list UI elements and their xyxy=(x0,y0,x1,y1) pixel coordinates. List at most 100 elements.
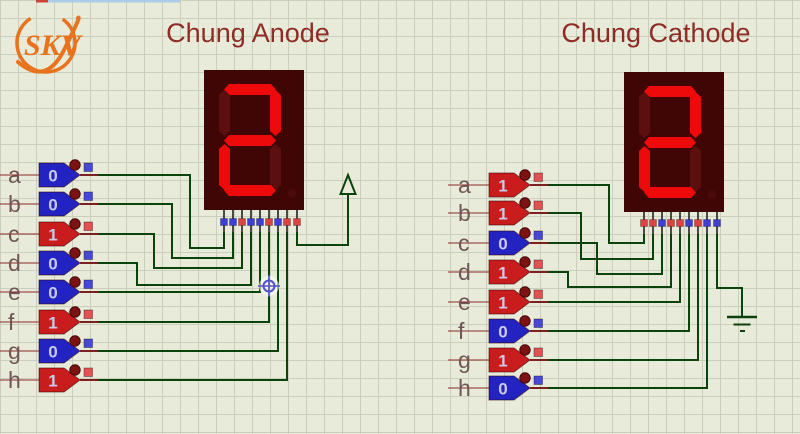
logic-state-body[interactable] xyxy=(488,318,531,344)
logo-ring xyxy=(15,12,77,74)
segment-b xyxy=(270,90,281,136)
state-indicator xyxy=(83,279,93,289)
toggle-button-icon[interactable] xyxy=(69,159,81,171)
segment-e xyxy=(639,146,650,192)
toggle-button-icon[interactable] xyxy=(519,227,531,239)
pin-state-indicator xyxy=(649,219,657,227)
logic-state-body[interactable] xyxy=(38,250,81,276)
pin-state-indicator xyxy=(238,218,246,226)
state-indicator xyxy=(83,309,93,319)
toggle-button-icon[interactable] xyxy=(519,256,531,268)
logic-state-f[interactable]: f 0 xyxy=(448,315,548,344)
logic-state-body[interactable] xyxy=(38,367,81,393)
logic-state-c[interactable]: c 1 xyxy=(0,218,98,247)
segment-g xyxy=(224,135,276,146)
logic-state-a[interactable]: a 0 xyxy=(0,159,98,188)
toggle-button-icon[interactable] xyxy=(519,344,531,356)
logic-state-h[interactable]: h 0 xyxy=(448,372,548,401)
net-label: a xyxy=(458,172,471,198)
pin-state-indicator xyxy=(265,218,273,226)
logic-state-body[interactable] xyxy=(488,347,531,373)
state-indicator xyxy=(83,162,93,172)
pin-state-indicator xyxy=(274,218,282,226)
logic-state-body[interactable] xyxy=(38,279,81,305)
segment-a xyxy=(644,86,696,97)
logic-value: 0 xyxy=(48,196,57,215)
screen-edge-artifact xyxy=(36,0,180,3)
logic-value: 1 xyxy=(498,294,507,313)
toggle-button-icon[interactable] xyxy=(69,335,81,347)
segment-f xyxy=(639,92,650,138)
logic-state-d[interactable]: d 0 xyxy=(0,247,98,276)
toggle-button-icon[interactable] xyxy=(519,315,531,327)
pin-state-indicator xyxy=(256,218,264,226)
wire xyxy=(548,234,699,361)
segment-g xyxy=(644,137,696,148)
logic-value: 1 xyxy=(48,372,57,391)
net-label: g xyxy=(8,338,21,364)
logic-value: 1 xyxy=(498,205,507,224)
logic-state-body[interactable] xyxy=(488,289,531,315)
state-indicator xyxy=(533,259,543,269)
logic-state-e[interactable]: e 1 xyxy=(448,286,548,315)
logic-state-d[interactable]: d 1 xyxy=(448,256,548,285)
pin-state-indicator xyxy=(685,219,693,227)
toggle-button-icon[interactable] xyxy=(69,276,81,288)
logic-state-body[interactable] xyxy=(488,230,531,256)
anode-title: Chung Anode xyxy=(166,18,330,48)
logic-state-g[interactable]: g 0 xyxy=(0,335,98,364)
state-indicator xyxy=(83,221,93,231)
logic-state-b[interactable]: b 0 xyxy=(0,188,98,217)
toggle-button-icon[interactable] xyxy=(519,286,531,298)
ground-symbol xyxy=(727,315,757,332)
logic-state-body[interactable] xyxy=(488,375,531,401)
logic-state-e[interactable]: e 0 xyxy=(0,276,98,305)
logic-value: 0 xyxy=(498,235,507,254)
logic-state-g[interactable]: g 1 xyxy=(448,344,548,373)
net-label: b xyxy=(8,191,21,217)
net-label: f xyxy=(458,318,465,344)
toggle-button-icon[interactable] xyxy=(69,218,81,230)
state-indicator xyxy=(83,191,93,201)
wire xyxy=(98,174,225,249)
segment-d xyxy=(224,185,276,196)
toggle-button-icon[interactable] xyxy=(519,169,531,181)
toggle-button-icon[interactable] xyxy=(519,197,531,209)
logic-value: 0 xyxy=(48,167,57,186)
logic-state-body[interactable] xyxy=(38,191,81,217)
logic-state-body[interactable] xyxy=(488,259,531,285)
logic-state-a[interactable]: a 1 xyxy=(448,169,548,198)
state-indicator xyxy=(83,250,93,260)
logic-state-body[interactable] xyxy=(38,221,81,247)
display-pin-states xyxy=(220,218,301,226)
state-indicator xyxy=(83,338,93,348)
logic-value: 0 xyxy=(48,343,57,362)
toggle-button-icon[interactable] xyxy=(69,247,81,259)
anode-logic-states: a 0 b 0 c 1 xyxy=(0,159,98,393)
logic-value: 1 xyxy=(48,226,57,245)
wire xyxy=(98,232,243,269)
logic-state-body[interactable] xyxy=(488,172,531,198)
logic-state-body[interactable] xyxy=(38,338,81,364)
toggle-button-icon[interactable] xyxy=(69,188,81,200)
logic-state-body[interactable] xyxy=(38,162,81,188)
logic-state-h[interactable]: h 1 xyxy=(0,364,98,393)
logic-state-body[interactable] xyxy=(38,309,81,335)
logic-state-b[interactable]: b 1 xyxy=(448,197,548,226)
toggle-button-icon[interactable] xyxy=(519,372,531,384)
toggle-button-icon[interactable] xyxy=(69,364,81,376)
logic-state-body[interactable] xyxy=(488,200,531,226)
seven-segment-digit xyxy=(219,84,281,196)
logic-state-c[interactable]: c 0 xyxy=(448,227,548,256)
toggle-button-icon[interactable] xyxy=(69,306,81,318)
state-indicator xyxy=(533,289,543,299)
logic-value: 1 xyxy=(48,314,57,333)
pin-state-indicator xyxy=(640,219,648,227)
net-label: b xyxy=(458,200,471,226)
common-pin-state-indicator xyxy=(293,218,301,226)
wire xyxy=(548,234,708,389)
logo-text: SKV xyxy=(24,29,84,62)
common-pin-state-indicator xyxy=(713,219,721,227)
logic-state-f[interactable]: f 1 xyxy=(0,306,98,335)
